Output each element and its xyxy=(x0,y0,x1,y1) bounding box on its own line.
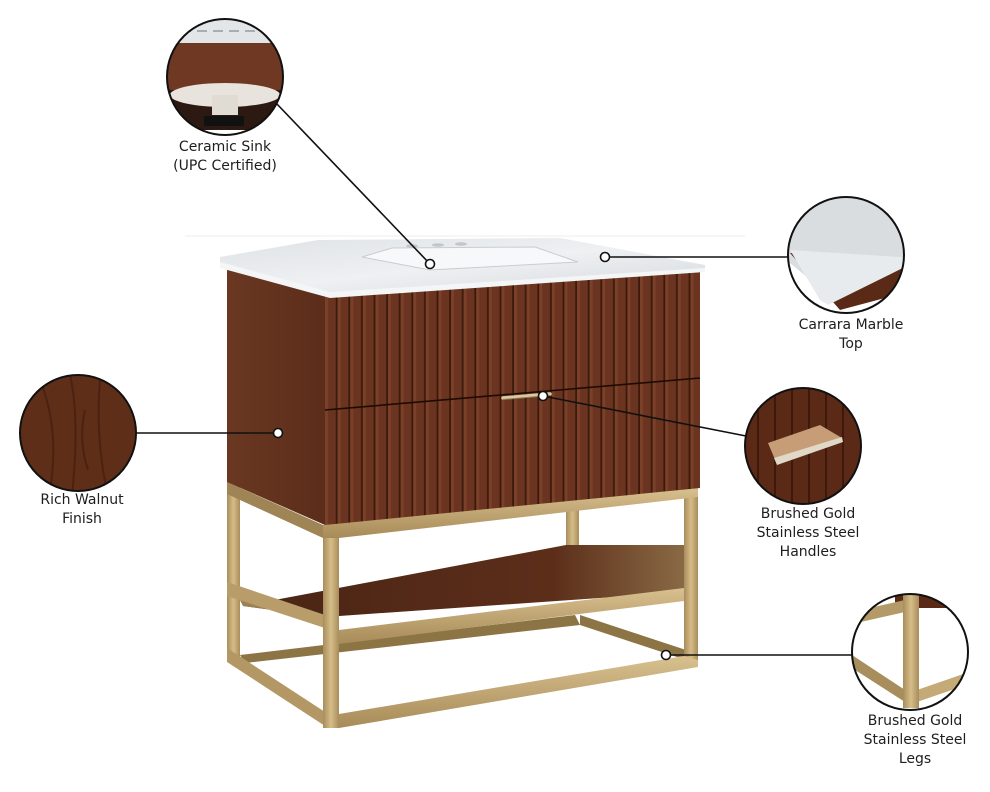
leader-dots xyxy=(272,251,672,661)
sink-detail-image xyxy=(166,18,284,136)
callout-label-marble: Carrara Marble Top xyxy=(798,317,904,352)
marble-detail-image xyxy=(787,196,905,314)
handle-detail-image xyxy=(744,387,862,505)
callout-label-legs: Brushed Gold Stainless Steel Legs xyxy=(863,713,967,767)
legs-detail-image xyxy=(851,593,969,711)
callout-label-walnut: Rich Walnut Finish xyxy=(40,492,124,527)
leader-lines xyxy=(136,102,852,656)
walnut-detail-image xyxy=(19,374,137,492)
callout-label-handles: Brushed Gold Stainless Steel Handles xyxy=(756,506,860,560)
callout-label-sink: Ceramic Sink (UPC Certified) xyxy=(173,139,277,174)
vanity-illustration xyxy=(220,238,705,728)
